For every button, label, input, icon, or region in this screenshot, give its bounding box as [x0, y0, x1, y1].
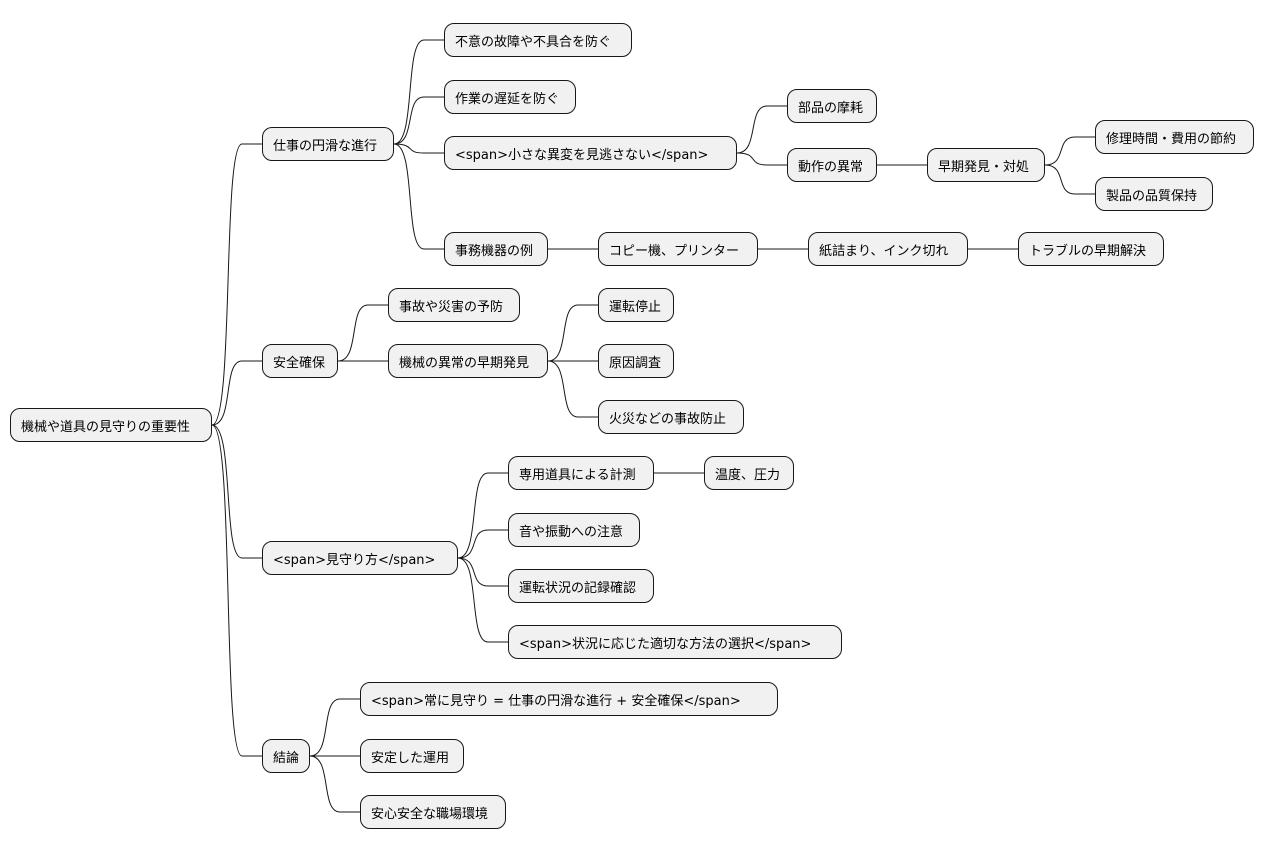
node-early-abnormal-detection: 機械の異常の早期発見: [388, 344, 548, 378]
node-prevent-delay: 作業の遅延を防ぐ: [444, 80, 576, 114]
node-sound-vibration: 音や振動への注意: [508, 513, 640, 547]
node-stable-operation: 安定した運用: [360, 739, 464, 773]
node-early-detection: 早期発見・対処: [927, 148, 1045, 182]
connector-line: [393, 143, 444, 154]
connector-line: [547, 304, 598, 362]
node-operation-records: 運転状況の記録確認: [508, 569, 654, 603]
connector-line: [457, 557, 508, 643]
node-safe-workplace: 安心安全な職場環境: [360, 795, 506, 829]
connector-line: [309, 755, 360, 813]
node-copier-printer: コピー機、プリンター: [598, 232, 758, 266]
node-notice-small-changes: <span>小さな異変を見逃さない</span>: [444, 136, 737, 170]
node-measure-tools: 専用道具による計測: [508, 456, 654, 490]
node-stop-operation: 運転停止: [598, 288, 674, 322]
node-cause-investigation: 原因調査: [598, 344, 674, 378]
connector-line: [1044, 136, 1095, 166]
connector-line: [211, 424, 262, 559]
connector-line: [211, 143, 262, 426]
node-temperature-pressure: 温度、圧力: [704, 456, 794, 490]
node-accident-prevention: 事故や災害の予防: [388, 288, 520, 322]
node-fire-prevention: 火災などの事故防止: [598, 400, 744, 434]
connector-line: [393, 96, 444, 145]
connector-line: [457, 472, 508, 559]
connector-line: [736, 105, 787, 154]
connector-line: [211, 360, 262, 426]
connector-line: [337, 304, 388, 362]
node-appropriate-method: <span>状況に応じた適切な方法の選択</span>: [508, 625, 842, 659]
connector-line: [393, 39, 444, 145]
node-branch-smooth-work: 仕事の円滑な進行: [262, 127, 394, 161]
node-part-wear: 部品の摩耗: [787, 89, 877, 123]
connector-line: [393, 143, 444, 250]
node-prevent-failure: 不意の故障や不具合を防ぐ: [444, 23, 632, 57]
node-branch-how-to-watch: <span>見守り方</span>: [262, 541, 458, 575]
connector-line: [457, 557, 508, 587]
connector-line: [736, 152, 787, 166]
node-branch-conclusion: 結論: [262, 739, 310, 773]
connector-line: [1044, 164, 1095, 195]
node-save-repair-cost: 修理時間・費用の節約: [1095, 120, 1254, 154]
node-abnormal-operation: 動作の異常: [787, 148, 877, 182]
node-office-equipment: 事務機器の例: [444, 232, 548, 266]
connector-line: [309, 698, 360, 757]
connector-line: [457, 529, 508, 559]
node-branch-safety: 安全確保: [262, 344, 338, 378]
connector-line: [211, 424, 262, 757]
node-keep-quality: 製品の品質保持: [1095, 177, 1213, 211]
node-always-watch-formula: <span>常に見守り = 仕事の円滑な進行 + 安全確保</span>: [360, 682, 778, 716]
node-root: 機械や道具の見守りの重要性: [10, 408, 212, 442]
node-early-resolution: トラブルの早期解決: [1018, 232, 1164, 266]
node-paper-jam-ink: 紙詰まり、インク切れ: [808, 232, 968, 266]
connector-line: [547, 360, 598, 418]
